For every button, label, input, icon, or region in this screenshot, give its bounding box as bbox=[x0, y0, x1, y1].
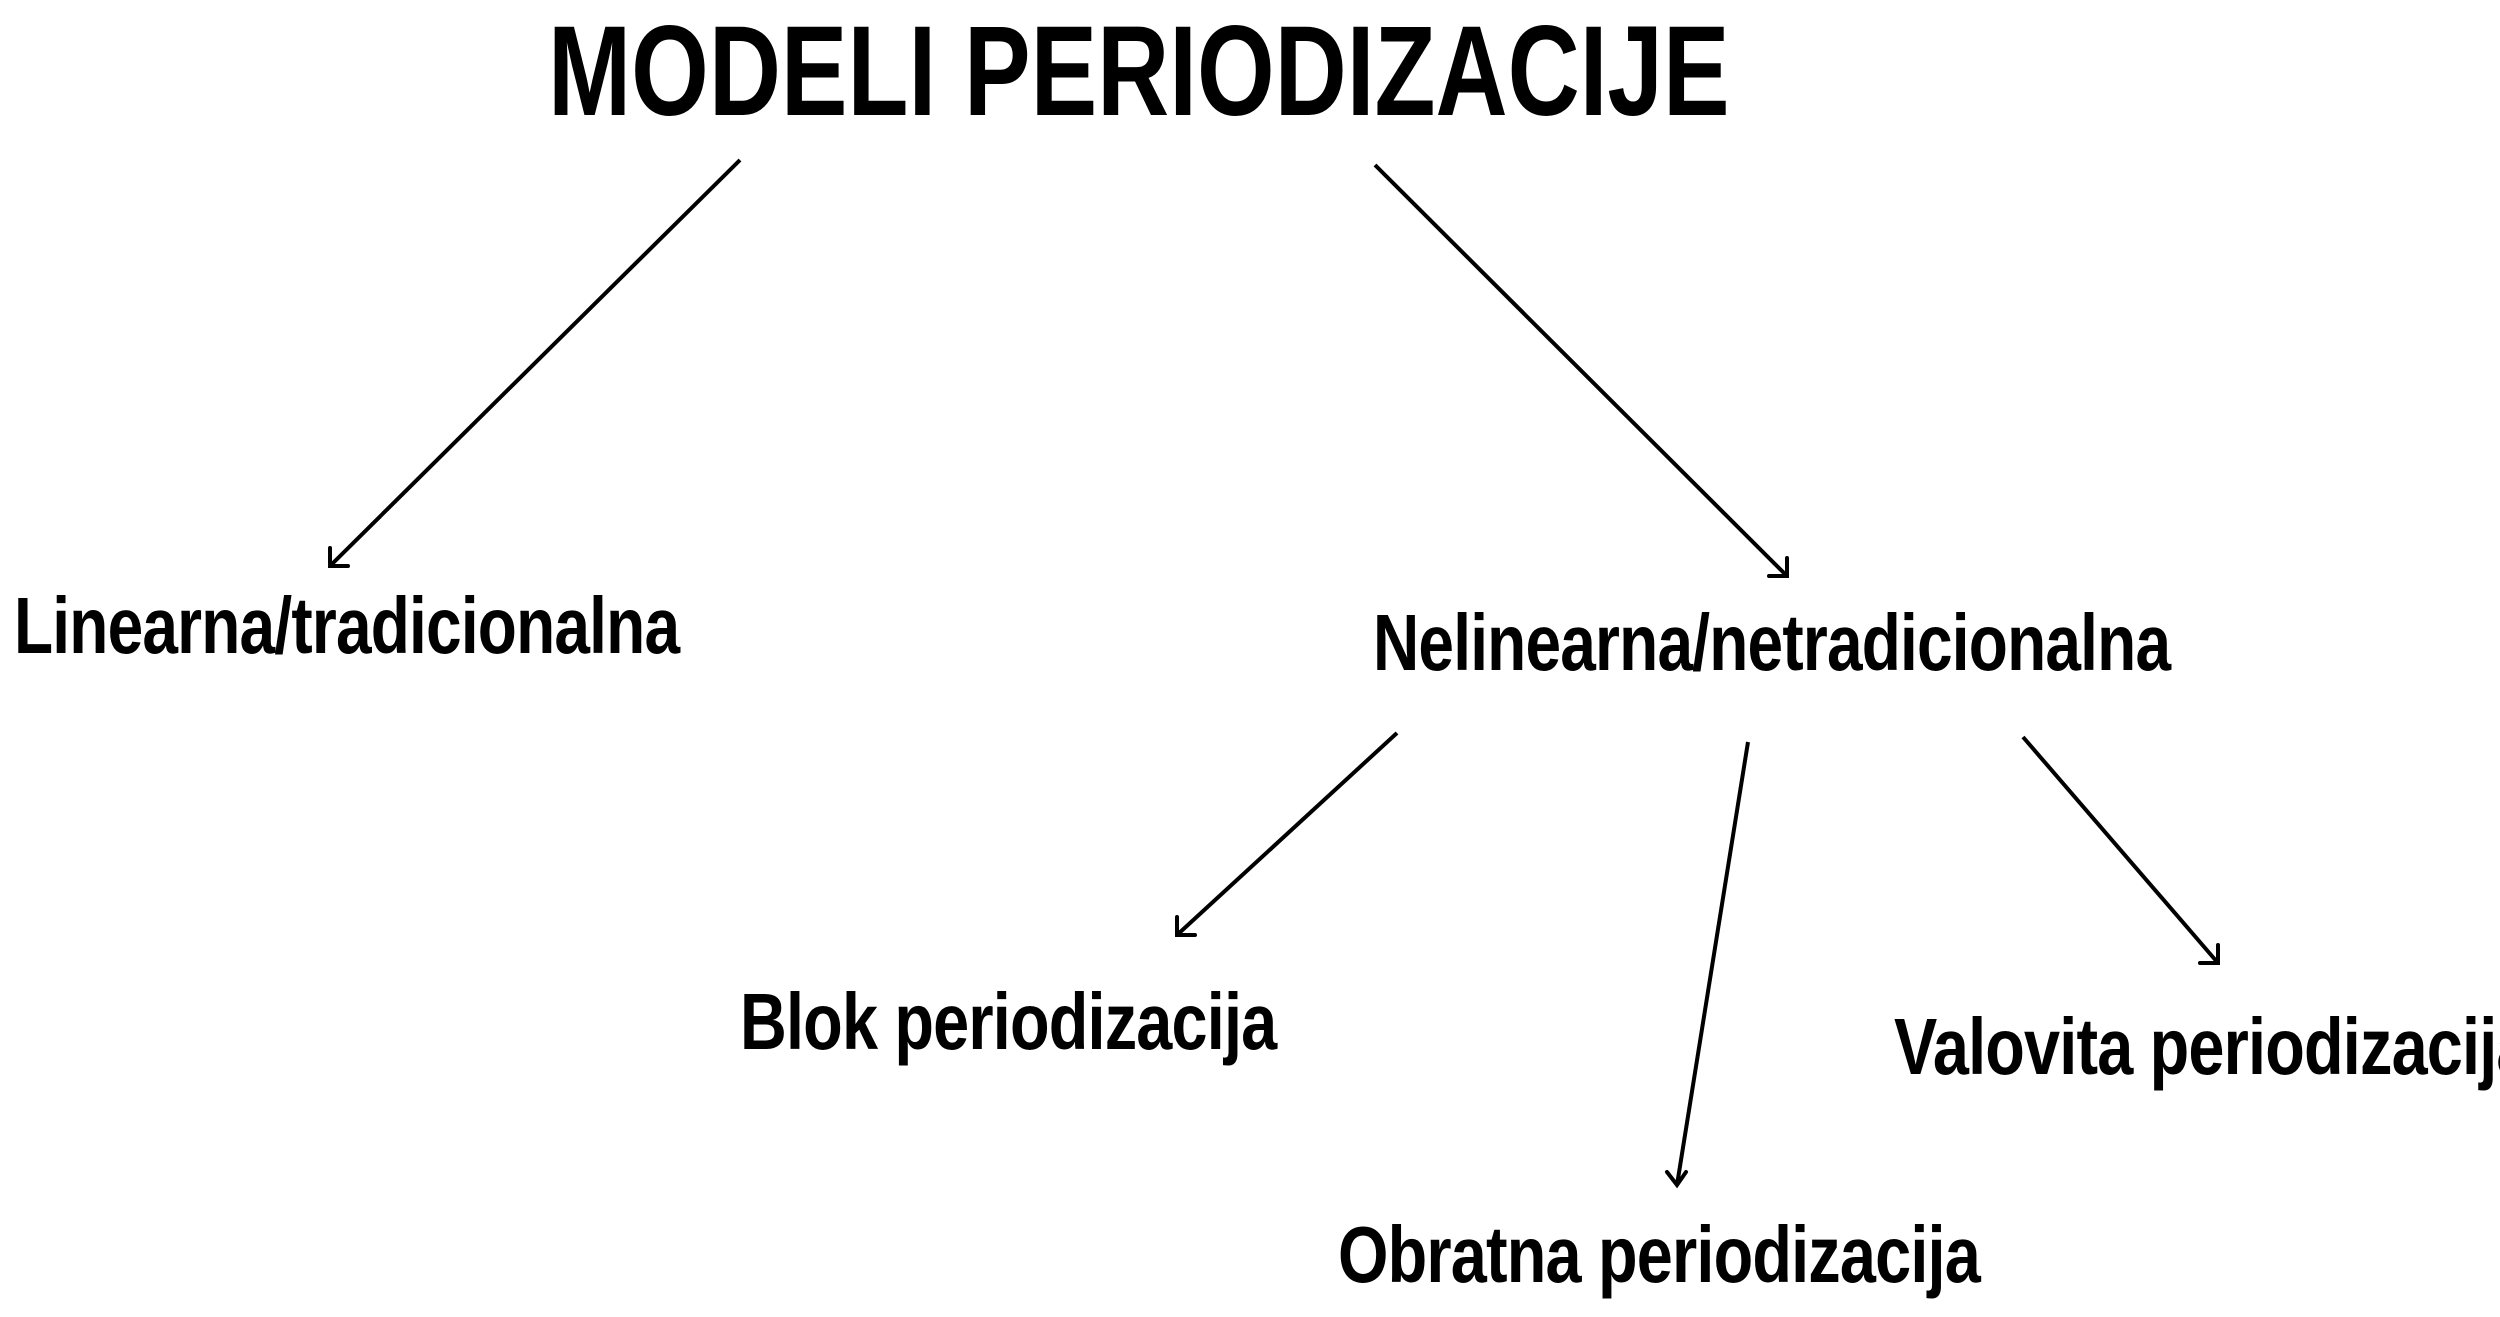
node-wave-periodization: Valovita periodizacija bbox=[1894, 1002, 2500, 1091]
arrow-nonlinear-to-block bbox=[1175, 731, 1399, 937]
node-linear: Linearna/tradicionalna bbox=[14, 581, 680, 670]
arrow-title-to-linear bbox=[328, 158, 742, 568]
node-block-periodization: Blok periodizacija bbox=[740, 977, 1277, 1066]
arrow-title-to-nonlinear bbox=[1373, 163, 1789, 578]
node-reverse-periodization: Obratna periodizacija bbox=[1338, 1210, 1981, 1299]
node-nonlinear: Nelinearna/netradicionalna bbox=[1373, 598, 2171, 687]
arrow-nonlinear-to-reverse bbox=[1665, 741, 1750, 1189]
diagram-title: MODELI PERIODIZACIJE bbox=[548, 0, 1730, 143]
arrow-nonlinear-to-wave bbox=[2021, 735, 2220, 965]
